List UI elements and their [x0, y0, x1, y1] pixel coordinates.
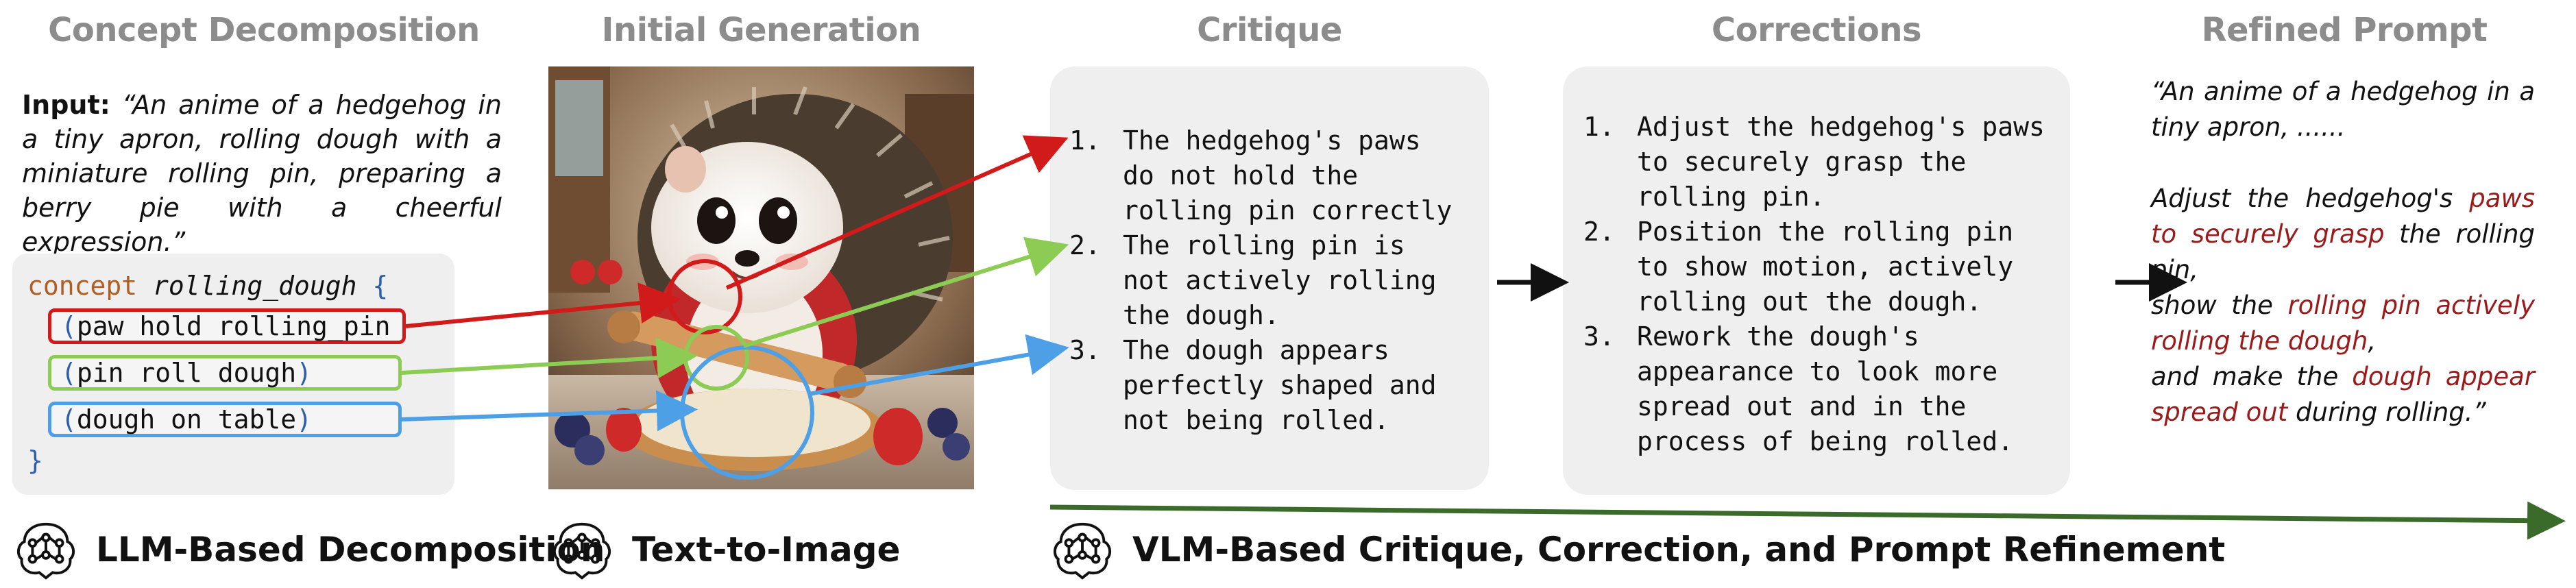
input-text: “An anime of a hedgehog in a tiny apron,…: [22, 90, 502, 257]
arrow-green-critique: [743, 236, 1069, 348]
refined-prompt-intro: “An anime of a hedgehog in a tiny apron,…: [2151, 77, 2535, 142]
neural-network-icon: [552, 522, 611, 580]
concept-item-dough-table: (dough on table): [48, 402, 402, 437]
concept-declaration: concept rolling_dough {: [27, 271, 388, 301]
item-number: 2.: [1069, 230, 1101, 260]
item-text: The dough appears perfectly shaped and n…: [1123, 335, 1437, 435]
generated-image: [548, 66, 974, 489]
input-prompt: Input: “An anime of a hedgehog in a tiny…: [22, 88, 502, 259]
arrow-blue-concept: [401, 390, 698, 432]
item-text: Rework the dough's appearance to look mo…: [1637, 321, 2014, 456]
critique-list: 1. The hedgehog's paws do not hold the ro…: [1069, 123, 1467, 438]
arrow-blue-critique: [808, 334, 1069, 396]
neural-network-icon: [16, 522, 75, 580]
refined-highlight: dough appear spread out: [2151, 362, 2535, 427]
heading-critique: Critique: [1197, 11, 1342, 49]
corrections-panel: [1563, 66, 2070, 495]
critique-item: 1. The hedgehog's paws do not hold the ro…: [1069, 123, 1467, 228]
footer-vlm-critique: VLM-Based Critique, Correction, and Prom…: [1132, 530, 2226, 569]
item-number: 3.: [1069, 335, 1101, 365]
correction-item: 1. Adjust the hedgehog's paws to securely…: [1583, 110, 2050, 215]
refined-prompt-body: Adjust the hedgehog's paws to securely g…: [2151, 181, 2535, 430]
concept-item-text: dough on table: [76, 404, 297, 434]
arrow-red-critique: [725, 135, 1069, 290]
neural-network-icon: [1053, 522, 1112, 580]
arrow-green-concept: [401, 337, 698, 379]
close-brace: }: [27, 445, 43, 476]
footer-llm-decomposition: LLM-Based Decomposition: [96, 530, 605, 569]
item-text: The rolling pin is not actively rolling …: [1123, 230, 1437, 330]
refined-highlight: paws to securely grasp: [2151, 184, 2535, 249]
input-label: Input:: [22, 90, 110, 120]
refined-text: ,: [2368, 326, 2377, 356]
highlight-circle-paw: [667, 259, 742, 334]
critique-item: 3. The dough appears perfectly shaped and…: [1069, 333, 1467, 438]
concept-name: rolling_dough: [153, 271, 357, 301]
item-number: 2.: [1583, 217, 1615, 247]
item-number: 3.: [1583, 321, 1615, 352]
heading-concept-decomposition: Concept Decomposition: [48, 11, 480, 49]
item-text: The hedgehog's paws do not hold the roll…: [1123, 125, 1453, 225]
item-number: 1.: [1583, 112, 1615, 142]
refined-highlight: rolling pin actively rolling the dough: [2151, 291, 2535, 356]
paren-close: ): [296, 358, 313, 388]
paren-open: (: [61, 311, 77, 341]
arrow-red-concept: [405, 282, 681, 328]
concept-item-text: paw hold rolling_pin: [76, 311, 391, 341]
heading-corrections: Corrections: [1711, 11, 1922, 49]
refined-prompt: “An anime of a hedgehog in a tiny apron,…: [2151, 74, 2535, 430]
progress-arrow: [1049, 501, 2566, 540]
paren-open: (: [61, 404, 77, 434]
refined-text: Adjust the hedgehog's: [2151, 184, 2470, 213]
refined-text: during rolling.”: [2287, 397, 2486, 427]
correction-item: 2. Position the rolling pin to show motio…: [1583, 215, 2050, 319]
heading-initial-generation: Initial Generation: [601, 11, 921, 49]
concept-item-pin-roll: (pin roll dough): [48, 355, 402, 391]
heading-refined-prompt: Refined Prompt: [2201, 11, 2488, 49]
item-text: Position the rolling pin to show motion,…: [1637, 217, 2014, 317]
concept-keyword: concept: [27, 271, 138, 301]
correction-item: 3. Rework the dough's appearance to look …: [1583, 319, 2050, 459]
open-brace: {: [372, 271, 389, 301]
concept-item-paw-hold: (paw hold rolling_pin: [48, 308, 406, 344]
item-number: 1.: [1069, 125, 1101, 156]
corrections-list: 1. Adjust the hedgehog's paws to securely…: [1583, 110, 2050, 459]
refined-text: and make the: [2151, 362, 2353, 391]
critique-panel: [1050, 66, 1489, 490]
paren-open: (: [61, 358, 77, 388]
item-text: Adjust the hedgehog's paws to securely g…: [1637, 112, 2045, 212]
critique-item: 2. The rolling pin is not actively rollin…: [1069, 228, 1467, 333]
highlight-circle-pin: [683, 325, 749, 391]
concept-item-text: pin roll dough: [76, 358, 297, 388]
paren-close: ): [296, 404, 313, 434]
footer-text-to-image: Text-to-Image: [632, 530, 901, 569]
